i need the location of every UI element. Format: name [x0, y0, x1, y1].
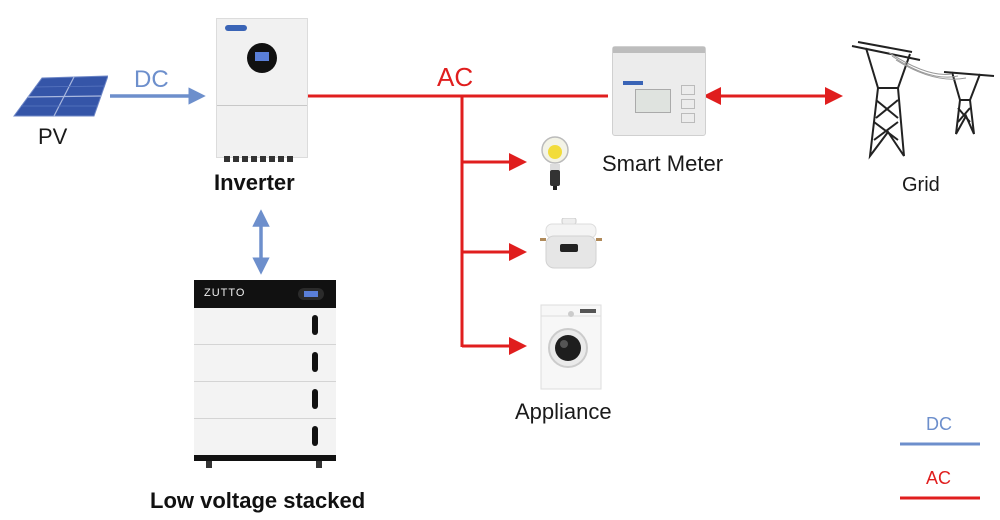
battery-module-4	[194, 419, 336, 455]
power-pylon-icon	[851, 41, 995, 160]
dc-flow-label: DC	[134, 66, 169, 93]
legend-dc-label: DC	[926, 414, 952, 434]
light-bulb-icon	[541, 136, 569, 190]
rice-cooker-node	[538, 217, 604, 276]
battery-brand: ZUTTO	[204, 287, 246, 299]
inverter-node	[216, 18, 308, 158]
battery-base	[194, 455, 336, 461]
inverter-logo-icon	[225, 25, 247, 31]
battery-module-1	[194, 308, 336, 345]
pv-label: PV	[38, 124, 68, 149]
meter-display-icon	[635, 89, 671, 113]
smart-meter-node	[612, 46, 706, 136]
battery-top-panel: ZUTTO	[194, 280, 336, 308]
ac-flow-label: AC	[437, 62, 474, 92]
light-bulb-node	[540, 134, 570, 194]
battery-module-3	[194, 382, 336, 419]
legend: DC AC	[900, 412, 980, 508]
battery-wheel-right	[316, 461, 322, 468]
battery-wheel-left	[206, 461, 212, 468]
grid-label: Grid	[902, 174, 940, 196]
pv-node	[8, 72, 109, 118]
battery-module-2	[194, 345, 336, 382]
appliance-label: Appliance	[515, 399, 612, 424]
inverter-label: Inverter	[214, 170, 295, 195]
inverter-display-icon	[247, 43, 277, 73]
washing-machine-node	[540, 304, 602, 392]
battery-label: Low voltage stacked	[150, 488, 366, 513]
battery-node: ZUTTO	[194, 280, 336, 468]
grid-node	[848, 38, 998, 168]
smart-meter-label: Smart Meter	[602, 151, 724, 176]
meter-logo-icon	[623, 81, 643, 85]
battery-display-icon	[298, 288, 324, 300]
washing-machine-icon	[540, 304, 602, 390]
legend-ac-label: AC	[926, 468, 952, 488]
solar-panel-icon	[13, 75, 109, 117]
rice-cooker-icon	[540, 217, 602, 269]
inverter-ports-icon	[224, 156, 294, 162]
